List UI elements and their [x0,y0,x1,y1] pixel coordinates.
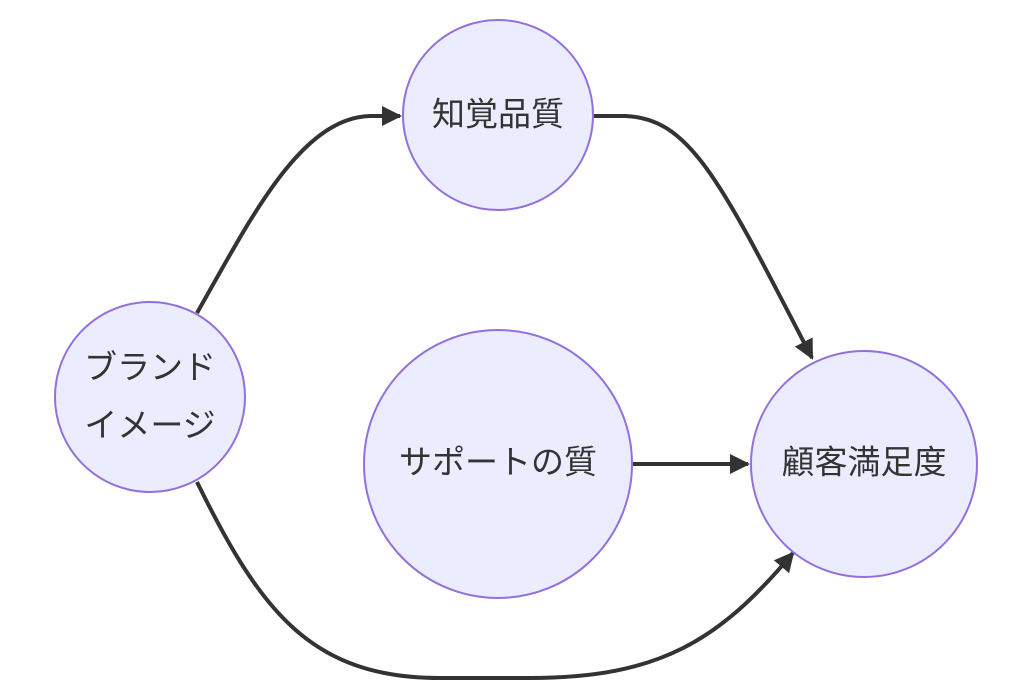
edge-perceived-quality-to-customer-satisfaction [594,114,814,360]
node-brand-image-label-line1: ブランド [84,348,216,387]
node-brand-image-label-line2: イメージ [84,406,215,445]
node-perceived-quality-label: 知覚品質 [432,95,564,134]
node-brand-image[interactable]: ブランド イメージ [54,301,246,493]
edge-brand-image-to-customer-satisfaction [195,481,795,680]
node-support-quality-label: サポートの質 [399,443,597,482]
edge-brand-image-to-perceived-quality [195,106,402,314]
node-perceived-quality[interactable]: 知覚品質 [402,19,594,211]
node-customer-satisfaction[interactable]: 顧客満足度 [750,350,978,578]
node-support-quality-circle [363,329,633,599]
node-perceived-quality-circle [402,19,594,211]
node-support-quality[interactable]: サポートの質 [363,329,633,599]
edges [195,106,814,680]
node-customer-satisfaction-circle [750,350,978,578]
node-customer-satisfaction-label: 顧客満足度 [782,443,947,482]
node-brand-image-circle [54,301,246,493]
